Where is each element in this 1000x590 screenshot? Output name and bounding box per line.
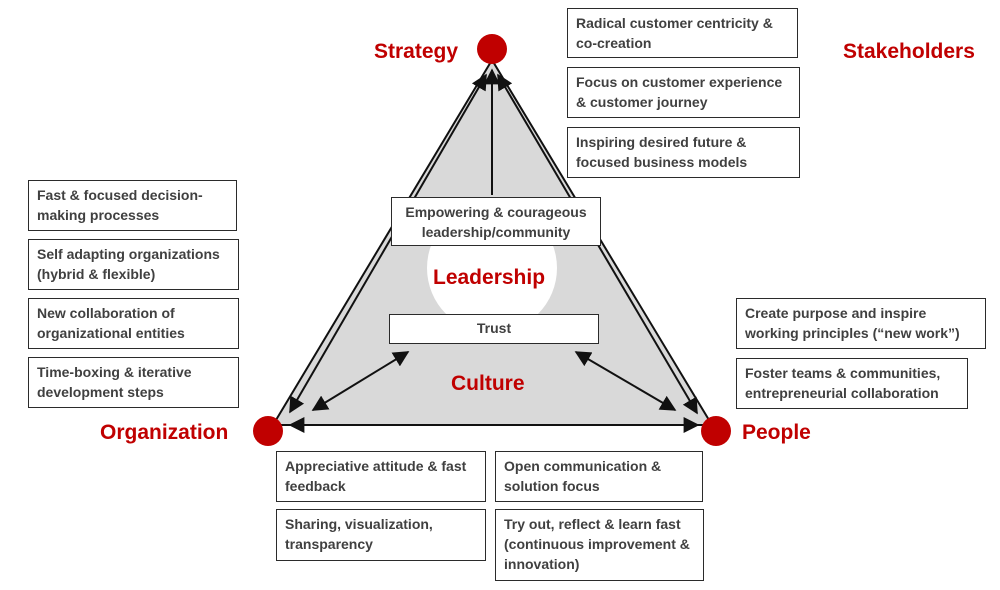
strategy-node-dot [477, 34, 507, 64]
people-item: Foster teams & communities, entrepreneur… [736, 358, 968, 409]
stakeholders-item: Radical customer centricity & co-creatio… [567, 8, 798, 58]
stakeholders-item: Inspiring desired future & focused busin… [567, 127, 800, 178]
stakeholders-item: Focus on customer experience & customer … [567, 67, 800, 118]
leadership-box: Empowering & courageous leadership/commu… [391, 197, 601, 246]
culture-right-item: Open communication & solution focus [495, 451, 703, 502]
arrow-trust-people [574, 351, 677, 411]
people-label: People [742, 421, 811, 444]
organization-item: Self adapting organizations (hybrid & fl… [28, 239, 239, 290]
culture-label: Culture [451, 372, 525, 395]
organization-item: Fast & focused decision-making processes [28, 180, 237, 231]
trust-box: Trust [389, 314, 599, 344]
organization-item: Time-boxing & iterative development step… [28, 357, 239, 408]
leadership-label: Leadership [433, 266, 546, 289]
culture-left-item: Appreciative attitude & fast feedback [276, 451, 486, 502]
arrow-trust-organization [311, 351, 410, 411]
people-node-dot [701, 416, 731, 446]
culture-left-item: Sharing, visualization, transparency [276, 509, 486, 561]
organization-item: New collaboration of organizational enti… [28, 298, 239, 349]
culture-right-item: Try out, reflect & learn fast (continuou… [495, 509, 704, 581]
strategy-label: Strategy [374, 40, 459, 63]
organization-node-dot [253, 416, 283, 446]
organization-label: Organization [100, 421, 229, 444]
stakeholders-label: Stakeholders [843, 40, 975, 63]
people-item: Create purpose and inspire working princ… [736, 298, 986, 349]
